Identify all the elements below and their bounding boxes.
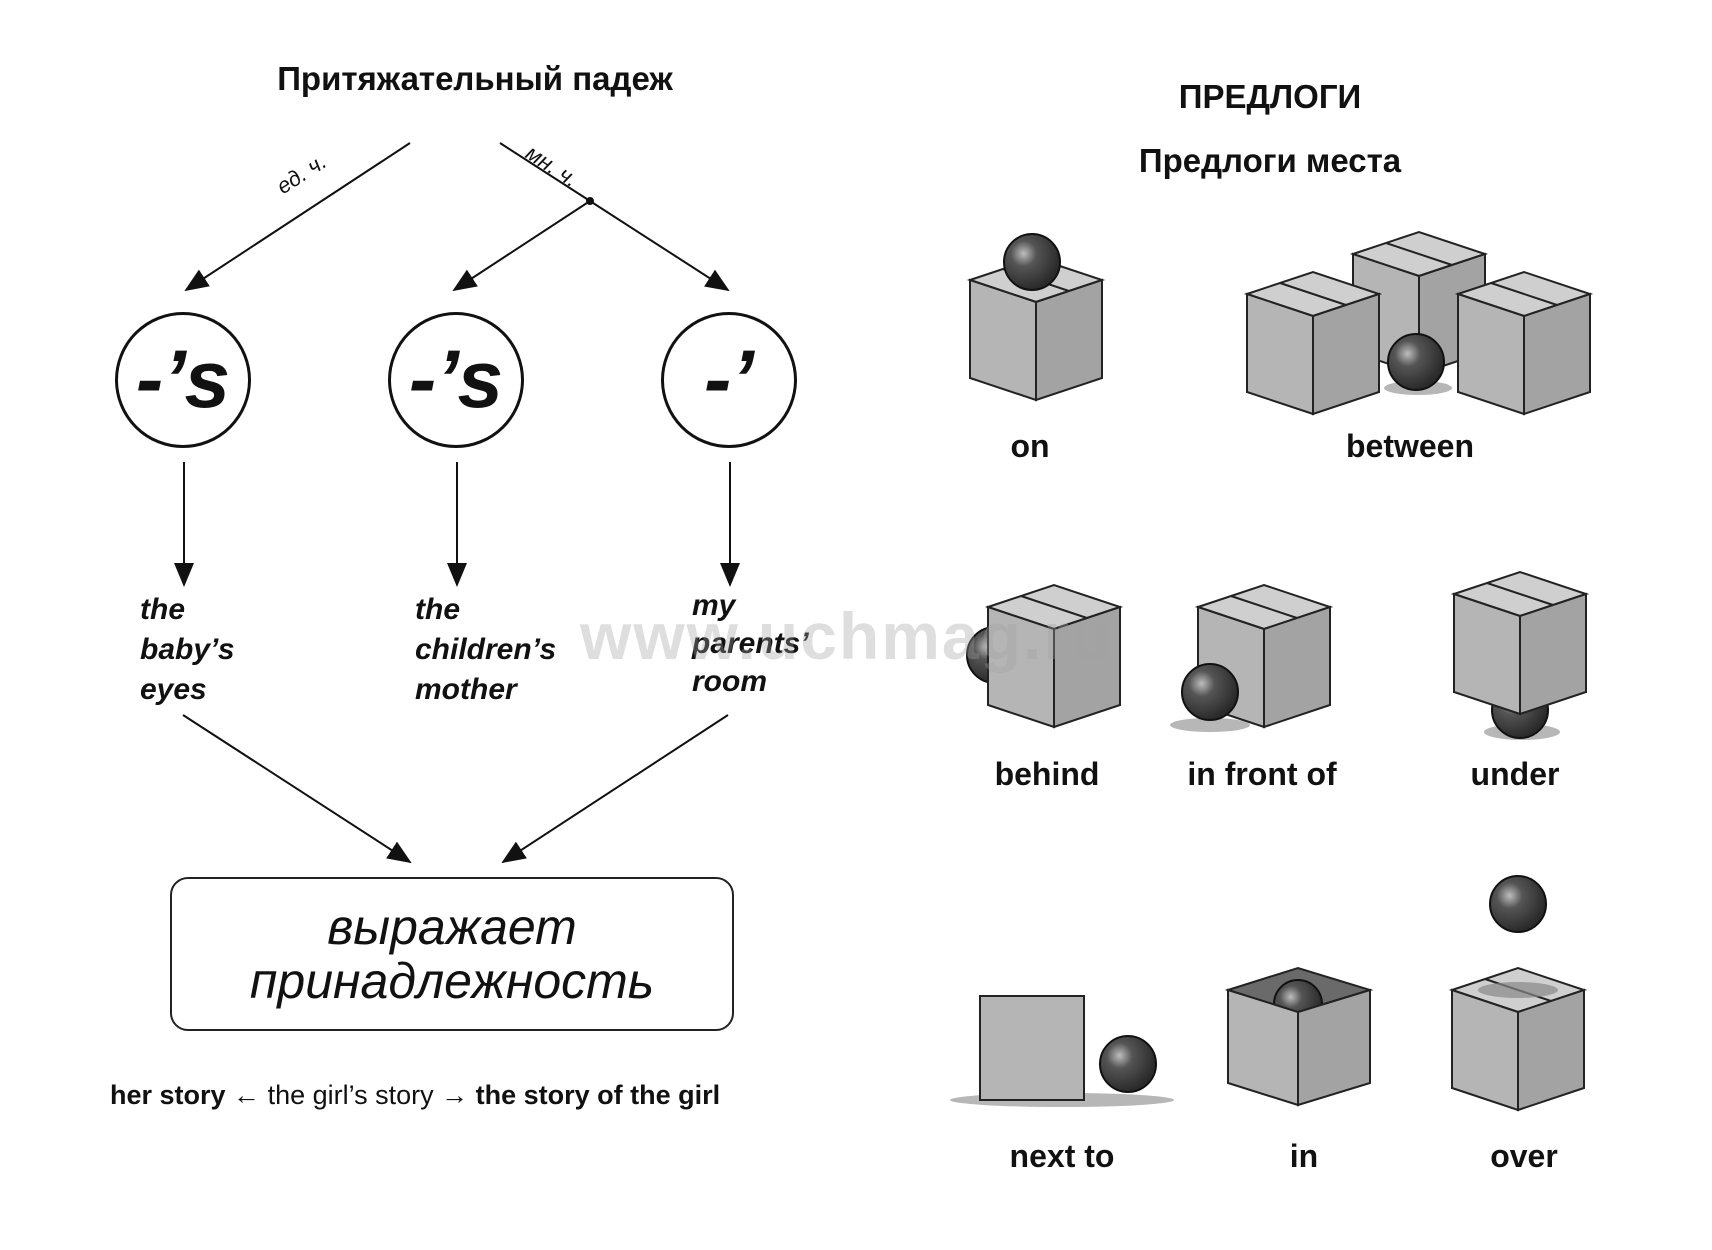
prepositions-title: ПРЕДЛОГИ [1178,78,1362,115]
meaning-line-2: принадлежность [249,953,655,1009]
transformation-line: her story ← the girl’s story → the story… [110,1080,720,1111]
label-over: over [1490,1138,1558,1174]
example-irregular-plural: the children’s mother [415,593,557,706]
example-regular-plural: my parents’ room [692,589,809,698]
label-on: on [1010,428,1050,464]
arrow-merge-2 [501,714,729,864]
meaning-box: выражает принадлежность [170,877,734,1031]
phrase-her-story: her story [110,1080,226,1110]
arrow-plural-b [589,200,730,292]
arrow-left-symbol: ← [225,1080,268,1110]
arrow-plural [499,142,591,202]
arrow-right-symbol: → [433,1080,476,1110]
arrow-merge-1 [182,714,412,864]
meaning-line-1: выражает [327,899,577,955]
possessive-case-title: Притяжательный падеж [277,60,673,97]
arrow-singular [184,142,411,292]
illustration-between [1246,231,1591,415]
example-singular: the baby’s eyes [140,593,235,706]
phrase-girls-story: the girl’s story [267,1080,434,1110]
arrow-plural-a [452,200,591,292]
prepositions-subtitle: Предлоги места [1138,142,1402,179]
label-behind: behind [994,756,1100,792]
possessive-arrows [174,142,740,864]
label-in-front-of: in front of [1187,756,1337,792]
illustration-in [1224,966,1374,1107]
watermark: www.uchmag.ru [580,599,1114,673]
ending-circle-1: -’s [115,312,251,448]
label-in: in [1289,1138,1319,1174]
label-between: between [1345,428,1475,464]
label-next-to: next to [1009,1138,1115,1174]
illustration-on [969,233,1103,401]
illustration-over [1451,875,1585,1111]
ending-circle-3: -’ [661,312,797,448]
ending-circle-2: -’s [388,312,524,448]
illustration-next-to [950,995,1174,1107]
label-under: under [1470,756,1560,792]
phrase-story-of-girl: the story of the girl [475,1080,721,1110]
illustration-in-front-of [1170,584,1331,732]
illustration-under [1453,571,1587,740]
